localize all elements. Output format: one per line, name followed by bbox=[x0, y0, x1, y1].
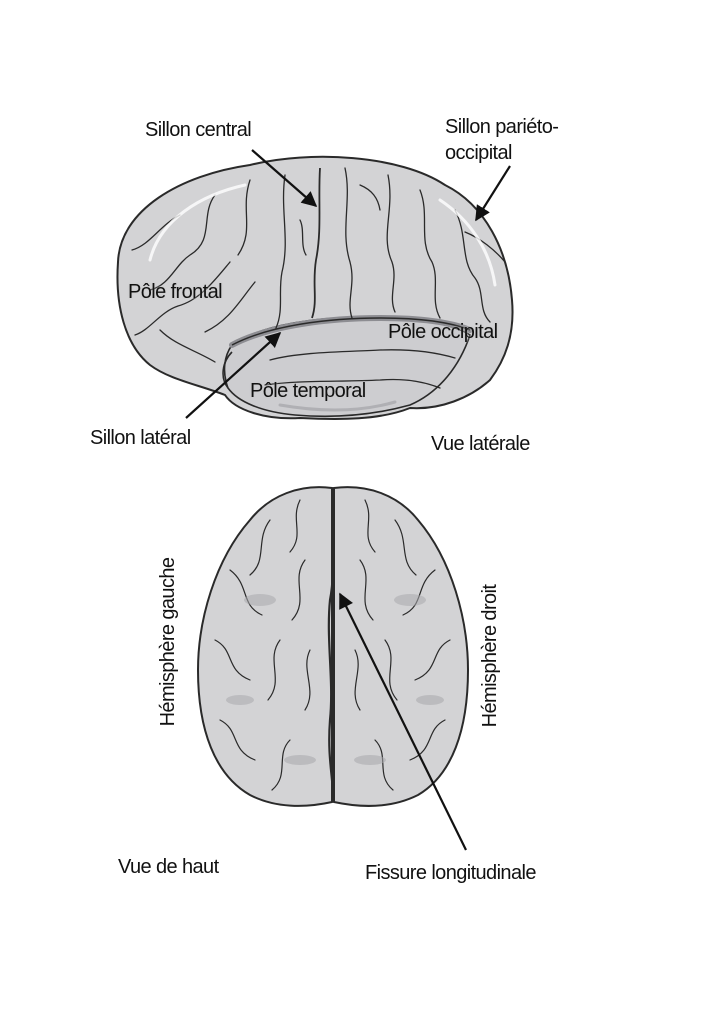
label-longitudinal-fissure: Fissure longitudinale bbox=[365, 862, 536, 884]
label-left-hemisphere: Hémisphère gauche bbox=[157, 557, 179, 727]
left-hemisphere-shape bbox=[196, 486, 333, 807]
lateral-brain bbox=[116, 155, 514, 420]
arrow-longitudinal-fissure bbox=[339, 592, 467, 851]
caption-top-view: Vue de haut bbox=[118, 856, 219, 878]
arrow-parieto-occipital bbox=[475, 165, 511, 222]
label-parieto-occipital-sulcus: Sillon pariéto-occipital bbox=[445, 116, 559, 164]
top-brain bbox=[196, 486, 470, 807]
longitudinal-fissure-line bbox=[327, 487, 335, 803]
label-frontal-pole: Pôle frontal bbox=[128, 281, 223, 303]
label-temporal-pole: Pôle temporal bbox=[250, 380, 366, 402]
right-hemisphere-shape bbox=[333, 486, 470, 807]
label-occipital-pole: Pôle occipital bbox=[388, 321, 498, 343]
label-lateral-sulcus: Sillon latéral bbox=[90, 427, 191, 449]
caption-lateral-view: Vue latérale bbox=[431, 433, 530, 455]
central-sulcus-line bbox=[311, 167, 321, 319]
label-central-sulcus: Sillon central bbox=[145, 119, 252, 141]
arrow-lateral-sulcus bbox=[185, 331, 282, 419]
top-gyri bbox=[214, 499, 451, 791]
arrow-central-sulcus bbox=[251, 149, 318, 208]
label-right-hemisphere: Hémisphère droit bbox=[479, 584, 501, 728]
